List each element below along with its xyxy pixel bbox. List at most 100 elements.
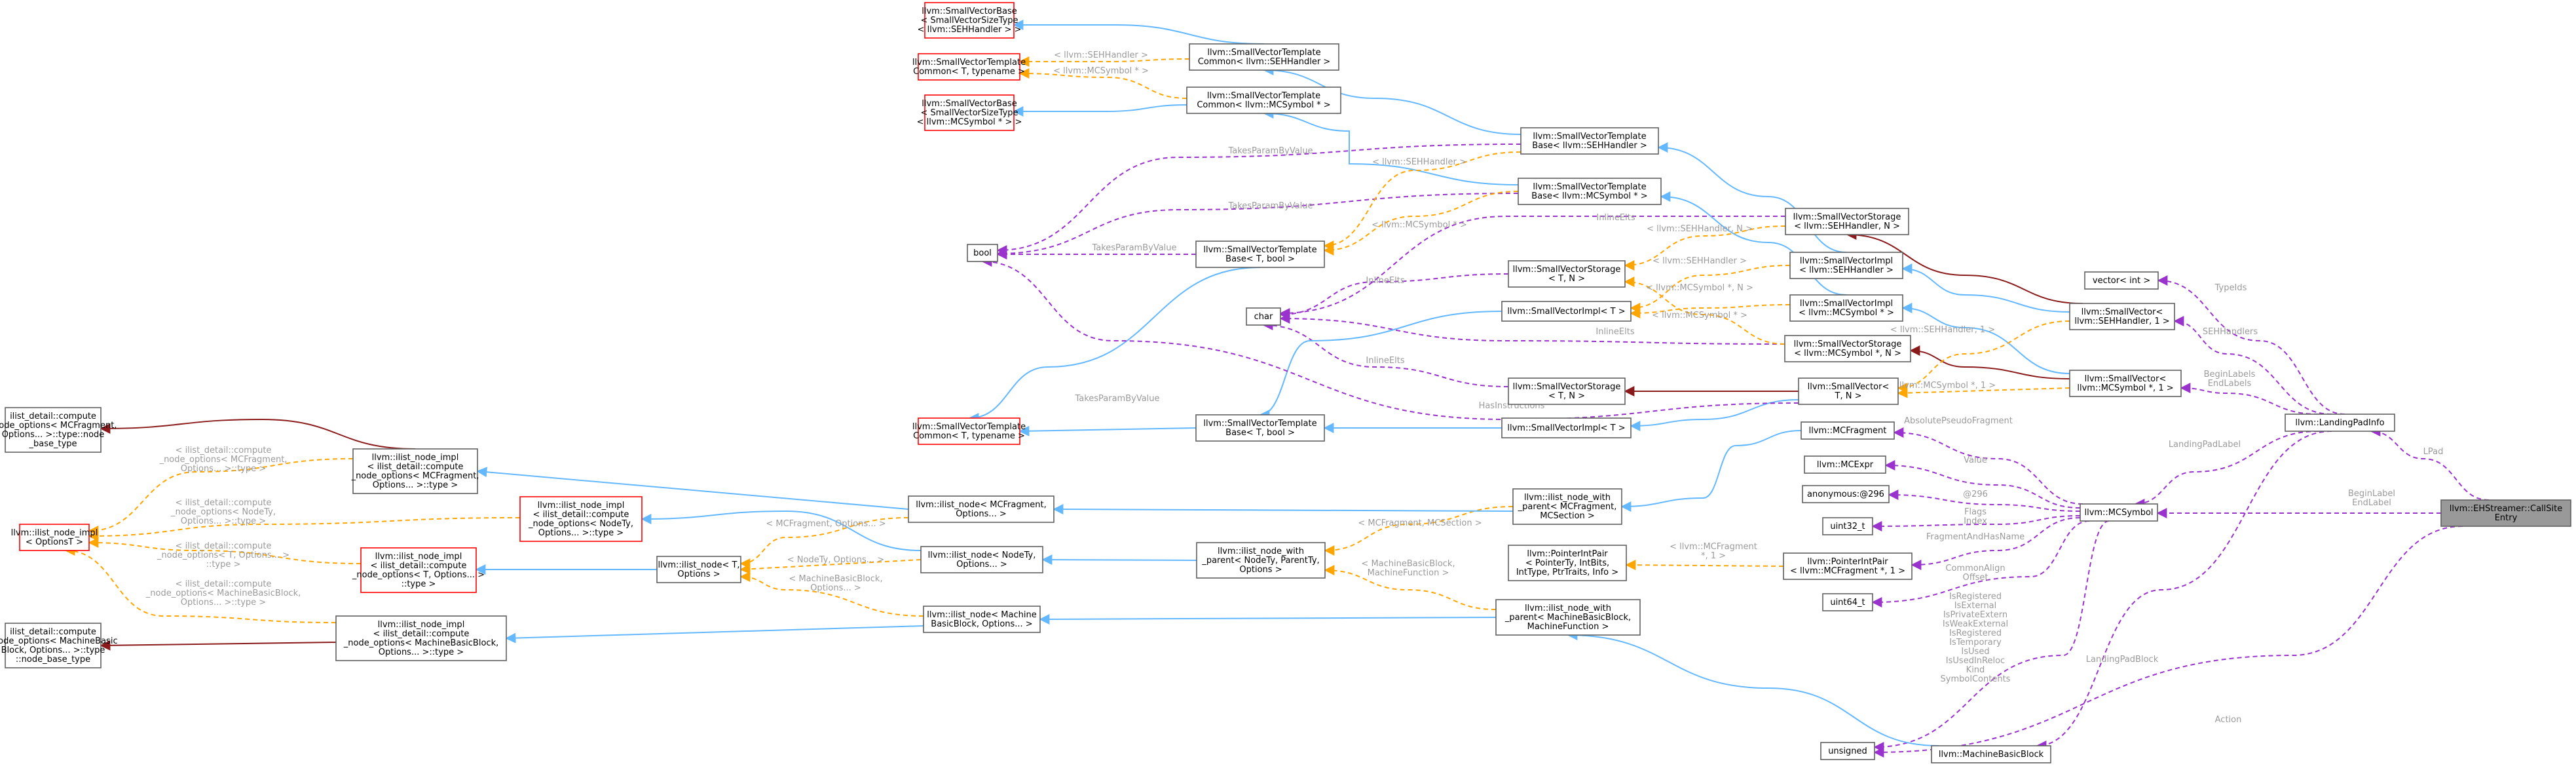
edge-label-l_value: Value	[1964, 455, 1987, 465]
edge-ilnwp_mcf-to-ilnwp_nodety	[1324, 506, 1514, 556]
class-node-sv_base_mcsym[interactable]: llvm::SmallVectorBase< SmallVectorSizeTy…	[917, 94, 1022, 131]
class-node-uint32[interactable]: uint32_t	[1822, 517, 1873, 535]
edge-label-line: LandingPadBlock	[2086, 655, 2159, 665]
class-node-ilnwp_mcf[interactable]: llvm::ilist_node_with_parent< MCFragment…	[1512, 488, 1622, 525]
edge-label-line: InlineElts	[1366, 356, 1404, 366]
class-node-ilist_impl_opt[interactable]: llvm::ilist_node_impl< OptionsT >	[11, 524, 98, 551]
class-node-anon296[interactable]: anonymous:@296	[1802, 485, 1890, 503]
node-box	[2285, 414, 2395, 432]
class-node-svs_seh_n[interactable]: llvm::SmallVectorStorage< llvm::SEHHandl…	[1785, 208, 1909, 235]
node-label-line: llvm::ilist_node_impl	[538, 501, 625, 511]
class-node-ilnwp_nodety[interactable]: llvm::ilist_node_with_parent< NodeTy, Pa…	[1196, 542, 1326, 579]
class-node-sv_mcsym1[interactable]: llvm::SmallVector<llvm::MCSymbol *, 1 >	[2069, 370, 2182, 397]
class-node-char[interactable]: char	[1246, 307, 1281, 326]
class-node-uint64[interactable]: uint64_t	[1822, 593, 1873, 611]
class-node-vector_int[interactable]: vector< int >	[2084, 271, 2159, 290]
node-label-line: < SmallVectorSizeType	[920, 108, 1018, 118]
edge-label-line: < ilist_detail::compute	[176, 579, 272, 589]
edge-line	[100, 418, 416, 450]
edge-ilist_node_mbb-to-ilist_impl_mbb	[505, 625, 924, 644]
node-label-line: < llvm::MCSymbol * >	[1799, 308, 1894, 318]
class-node-unsigned[interactable]: unsigned	[1820, 742, 1875, 760]
edge-ilist_node_nodety-to-ilist_impl_nodety	[641, 510, 922, 551]
class-node-svi_t2[interactable]: llvm::SmallVectorImpl< T >	[1501, 417, 1632, 438]
node-box	[923, 606, 1041, 633]
class-node-ilist_node_mcf[interactable]: llvm::ilist_node< MCFragment,Options... …	[908, 495, 1055, 523]
class-node-mcexpr[interactable]: llvm::MCExpr	[1804, 455, 1886, 474]
edge-label-line: InlineElts	[1596, 213, 1635, 223]
edge-label-line: BeginLabels	[2204, 370, 2256, 379]
class-node-sv_tn[interactable]: llvm::SmallVector<T, N >	[1798, 377, 1899, 405]
node-label-line: llvm::SmallVectorImpl< T >	[1507, 423, 1625, 433]
class-node-svs_tn2[interactable]: llvm::SmallVectorStorage< T, N >	[1508, 377, 1626, 405]
edge-line	[1262, 320, 1509, 387]
class-node-mcsymbol[interactable]: llvm::MCSymbol	[2080, 503, 2158, 522]
class-node-ilist_impl_mcf[interactable]: llvm::ilist_node_impl< ilist_detail::com…	[351, 448, 479, 494]
class-node-ilist_impl_nodety[interactable]: llvm::ilist_node_impl< ilist_detail::com…	[519, 496, 643, 542]
node-label: llvm::SmallVector<llvm::MCSymbol *, 1 >	[2077, 374, 2173, 393]
class-node-svs_mcsym_n[interactable]: llvm::SmallVectorStorage< llvm::MCSymbol…	[1784, 335, 1911, 362]
edge-label-line: _node_options< MachineBasicBlock,	[145, 589, 301, 598]
class-node-sv_seh1[interactable]: llvm::SmallVector<llvm::SEHHandler, 1 >	[2069, 303, 2175, 330]
class-node-svi_seh[interactable]: llvm::SmallVectorImpl< llvm::SEHHandler …	[1789, 252, 1903, 279]
node-label-line: llvm::MCSymbol	[2084, 508, 2153, 518]
class-node-pip_mcf[interactable]: llvm::PointerIntPair< llvm::MCFragment *…	[1783, 552, 1913, 580]
class-node-bool[interactable]: bool	[967, 244, 998, 262]
edge-landingpad-to-sv_mcsym1	[2180, 383, 2319, 415]
node-label-line: llvm::SmallVector<	[1808, 382, 1890, 392]
class-node-sv_base_seh[interactable]: llvm::SmallVectorBase< SmallVectorSizeTy…	[918, 2, 1022, 39]
edge-sv_tb_tbool1-to-sv_tcb_tmpl2	[968, 267, 1261, 423]
node-box	[1501, 417, 1632, 438]
edge-landingpad-to-vector_int	[2157, 275, 2345, 415]
node-label-line: llvm::SmallVectorTemplate	[1533, 182, 1646, 192]
class-node-svi_t1[interactable]: llvm::SmallVectorImpl< T >	[1501, 301, 1632, 322]
edge-label-line: Value	[1964, 455, 1987, 465]
class-node-pip_generic[interactable]: llvm::PointerIntPair< PointerTy, IntBits…	[1508, 545, 1627, 581]
class-node-ilist_base_mbb[interactable]: ilist_detail::compute_node_options< Mach…	[0, 623, 118, 668]
class-node-ilist_impl_t[interactable]: llvm::ilist_node_impl< ilist_detail::com…	[352, 547, 485, 593]
class-node-ilist_node_nodety[interactable]: llvm::ilist_node< NodeTy,Options... >	[920, 546, 1043, 573]
class-node-mcfragment[interactable]: llvm::MCFragment	[1801, 421, 1895, 440]
class-node-mbb[interactable]: llvm::MachineBasicBlock	[1931, 745, 2051, 763]
class-node-ilnwp_mbb[interactable]: llvm::ilist_node_with_parent< MachineBas…	[1495, 599, 1641, 636]
class-node-landingpad[interactable]: llvm::LandingPadInfo	[2285, 414, 2395, 432]
edge-ilnwp_mbb-to-ilist_node_mbb	[1039, 613, 1497, 625]
node-label-line: uint32_t	[1830, 522, 1865, 531]
edge-label-line: < NodeTy, Options... >	[787, 555, 884, 565]
edge-ilist_impl_mcf-to-ilist_base_mcf	[100, 418, 416, 450]
edge-label-line: IsRegistered	[1949, 628, 2002, 638]
edge-label-line: < llvm::SEHHandler, N >	[1647, 224, 1753, 234]
edge-line	[1279, 215, 1785, 318]
edge-label-line: FragmentAndHasName	[1926, 532, 2025, 542]
edge-label-line: TakesParamByValue	[1227, 146, 1313, 156]
node-label-line: Options... >::type >	[373, 480, 458, 490]
edge-sv_tc_seh-to-sv_base_seh	[1013, 20, 1265, 45]
edge-label-l_seh4: < llvm::SEHHandler, 1 >	[1890, 325, 1995, 335]
edge-sv_seh1-to-sv_tn	[1897, 320, 2070, 393]
class-node-svi_mcsym[interactable]: llvm::SmallVectorImpl< llvm::MCSymbol * …	[1789, 294, 1903, 322]
class-node-ilist_base_mcf[interactable]: ilist_detail::compute_node_options< MCFr…	[0, 407, 117, 453]
class-node-ilist_impl_mbb[interactable]: llvm::ilist_node_impl< ilist_detail::com…	[335, 615, 507, 661]
class-node-ilist_node_t[interactable]: llvm::ilist_node< T,Options >	[656, 556, 741, 583]
node-label-line: < llvm::MCSymbol * > >	[917, 117, 1022, 127]
node-label-line: _parent< NodeTy, ParentTy,	[1201, 556, 1319, 566]
edge-line	[1624, 277, 1785, 345]
class-node-svs_tn1[interactable]: llvm::SmallVectorStorage< T, N >	[1508, 260, 1626, 288]
node-label-line: < llvm::MCFragment *, 1 >	[1790, 566, 1905, 576]
edge-label-l_seh1: < llvm::SEHHandler >	[1054, 50, 1148, 60]
node-label-line: ilist_detail::compute	[10, 627, 96, 637]
node-label: bool	[973, 248, 992, 258]
edge-mcsymbol-to-unsigned	[1873, 520, 2110, 752]
node-label-line: llvm::SmallVectorImpl	[1800, 256, 1893, 266]
